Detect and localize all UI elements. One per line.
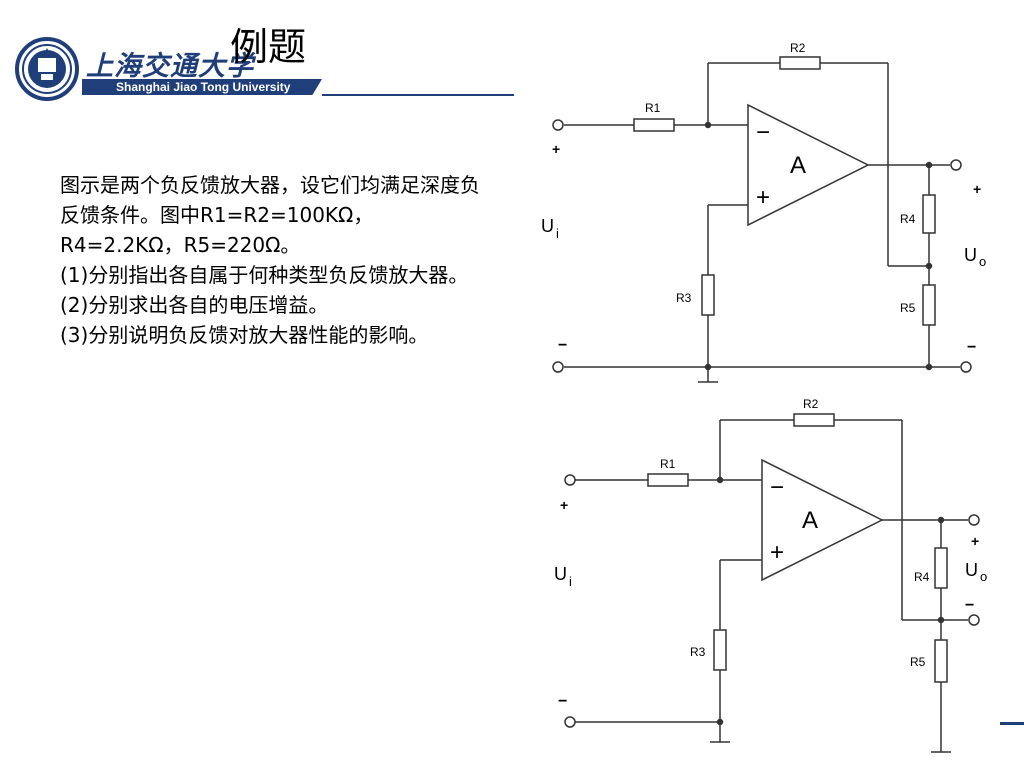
bottom-circuit (564, 413, 980, 753)
bottom-out-minus-label: − (965, 597, 974, 614)
top-circuit (552, 56, 972, 383)
bottom-r1-resistor (647, 473, 689, 487)
top-r2-label: R2 (790, 41, 806, 55)
bottom-output-minus-terminal (968, 614, 980, 626)
university-name-cn: 上海交通大学 (86, 51, 254, 82)
header-rule (322, 94, 514, 96)
top-r2-resistor (779, 56, 821, 70)
bottom-input-minus-terminal (564, 716, 576, 728)
top-uo-sub: o (979, 254, 986, 269)
top-ui-main: U (541, 216, 554, 236)
bottom-r1-label: R1 (660, 457, 676, 471)
top-r3-label: R3 (676, 291, 692, 305)
top-r5-resistor (922, 284, 936, 326)
top-input-plus-terminal (552, 119, 564, 131)
bottom-uo-main: U (965, 560, 978, 580)
top-input-minus-terminal (552, 361, 564, 373)
bottom-r5-resistor (934, 639, 948, 683)
top-amp-label: A (790, 152, 806, 179)
top-output-plus-terminal (950, 159, 962, 171)
top-r3-resistor (701, 274, 715, 316)
bottom-r5-label: R5 (910, 655, 926, 669)
problem-paragraph: (1)分别指出各自属于何种类型负反馈放大器。 (60, 263, 469, 287)
footer-accent-line (1000, 722, 1024, 725)
top-r1-resistor (633, 118, 675, 132)
bottom-out-plus-label: + (971, 533, 979, 549)
top-uo-main: U (964, 245, 977, 265)
bottom-amp-plus-sign: + (770, 539, 784, 566)
bottom-amp-label: A (802, 507, 818, 534)
top-r4-resistor (922, 194, 936, 234)
top-in-minus-label: − (558, 337, 567, 354)
bottom-r4-label: R4 (914, 570, 930, 584)
top-opamp (747, 103, 870, 227)
top-r1-label: R1 (645, 101, 661, 115)
bottom-in-minus-label: − (558, 693, 567, 710)
bottom-uo-sub: o (980, 569, 987, 584)
bottom-output-plus-terminal (968, 514, 980, 526)
top-out-plus-label: + (973, 181, 981, 197)
bottom-ui-main: U (554, 564, 567, 584)
top-out-minus-label: − (967, 339, 976, 356)
top-in-plus-label: + (552, 141, 560, 157)
top-r5-label: R5 (900, 301, 916, 315)
problem-paragraph: (2)分别求出各自的电压增益。 (60, 293, 329, 317)
problem-text: 图示是两个负反馈放大器，设它们均满足深度负反馈条件。图中R1=R2=100KΩ，… (60, 170, 480, 350)
bottom-in-plus-label: + (560, 497, 568, 513)
problem-paragraph: 图示是两个负反馈放大器，设它们均满足深度负反馈条件。图中R1=R2=100KΩ，… (60, 173, 480, 257)
bottom-opamp (761, 458, 884, 582)
bottom-amp-minus-sign: − (770, 474, 784, 501)
bottom-r3-label: R3 (690, 645, 706, 659)
bottom-r2-resistor (793, 413, 835, 427)
top-amp-minus-sign: − (756, 119, 770, 146)
bottom-ui-sub: i (569, 574, 572, 589)
bottom-r4-resistor (934, 547, 948, 589)
bottom-r2-label: R2 (803, 397, 819, 411)
university-name-en: Shanghai Jiao Tong University (82, 79, 322, 95)
top-ui-sub: i (556, 226, 559, 241)
top-amp-plus-sign: + (756, 184, 770, 211)
top-output-minus-terminal (960, 361, 972, 373)
header: 上海交通大学 Shanghai Jiao Tong University 例题 (0, 0, 520, 110)
university-logo-icon (15, 37, 79, 101)
top-r4-label: R4 (900, 212, 916, 226)
problem-paragraph: (3)分别说明负反馈对放大器性能的影响。 (60, 323, 429, 347)
bottom-input-plus-terminal (564, 474, 576, 486)
page-title: 例题 (230, 25, 307, 69)
circuit-diagrams: R1 R2 R3 R4 R5 A − + + − + − U i U o R1 … (541, 41, 987, 753)
bottom-r3-resistor (713, 629, 727, 671)
